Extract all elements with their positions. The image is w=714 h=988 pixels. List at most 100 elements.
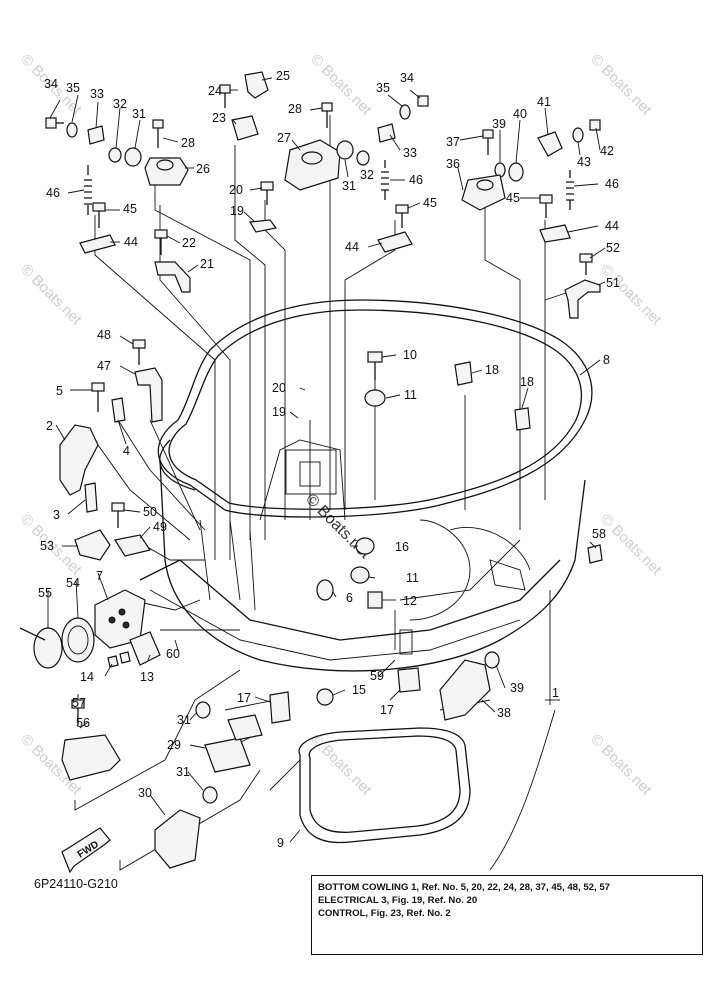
callout-52: 52 bbox=[606, 241, 620, 255]
callout-58: 58 bbox=[592, 527, 606, 541]
callout-57: 57 bbox=[72, 696, 86, 710]
watermark-group: © Boats.net © Boats.net © Boats.net © Bo… bbox=[17, 51, 665, 799]
callout-3: 3 bbox=[53, 508, 60, 522]
seal-group bbox=[159, 439, 471, 844]
callout-10: 10 bbox=[403, 348, 417, 362]
bottom-cowling bbox=[139, 299, 593, 672]
callout-45: 45 bbox=[123, 202, 137, 216]
callout-36: 36 bbox=[446, 157, 460, 171]
callout-1: 1 bbox=[552, 686, 559, 700]
callout-39: 39 bbox=[510, 681, 524, 695]
callout-16: 16 bbox=[395, 540, 409, 554]
callout-34: 34 bbox=[400, 71, 414, 85]
callout-21: 21 bbox=[200, 257, 214, 271]
watermark: © Boats.net bbox=[587, 51, 655, 119]
callout-34: 34 bbox=[44, 77, 58, 91]
callout-19: 19 bbox=[230, 204, 244, 218]
parts-lower-left bbox=[19, 544, 603, 869]
callout-12: 12 bbox=[403, 594, 417, 608]
callout-51: 51 bbox=[606, 276, 620, 290]
callout-54: 54 bbox=[66, 576, 80, 590]
callout-32: 32 bbox=[113, 97, 127, 111]
watermark: © Boats.net bbox=[587, 731, 655, 799]
callout-44: 44 bbox=[345, 240, 359, 254]
callout-28: 28 bbox=[288, 102, 302, 116]
callout-18: 18 bbox=[485, 363, 499, 377]
callout-24: 24 bbox=[208, 84, 222, 98]
callout-47: 47 bbox=[97, 359, 111, 373]
callout-45: 45 bbox=[506, 191, 520, 205]
reference-line-3: CONTROL, Fig. 23, Ref. No. 2 bbox=[318, 908, 451, 919]
callout-44: 44 bbox=[605, 219, 619, 233]
callout-26: 26 bbox=[196, 162, 210, 176]
callout-31: 31 bbox=[176, 765, 190, 779]
callout-33: 33 bbox=[403, 146, 417, 160]
callout-50: 50 bbox=[143, 505, 157, 519]
reference-line-1: BOTTOM COWLING 1, Ref. No. 5, 20, 22, 24… bbox=[318, 882, 611, 893]
callout-19: 19 bbox=[272, 405, 286, 419]
callout-53: 53 bbox=[40, 539, 54, 553]
callout-32: 32 bbox=[360, 168, 374, 182]
callout-42: 42 bbox=[600, 144, 614, 158]
parts-top-center bbox=[219, 71, 429, 253]
callout-55: 55 bbox=[38, 586, 52, 600]
reference-line-2: ELECTRICAL 3, Fig. 19, Ref. No. 20 bbox=[318, 895, 478, 906]
callout-22: 22 bbox=[182, 236, 196, 250]
callout-41: 41 bbox=[537, 95, 551, 109]
fwd-arrow: FWD bbox=[61, 827, 111, 874]
callout-4: 4 bbox=[123, 444, 130, 458]
callout-9: 9 bbox=[277, 836, 284, 850]
callout-6: 6 bbox=[346, 591, 353, 605]
callout-60: 60 bbox=[166, 647, 180, 661]
callout-18: 18 bbox=[520, 375, 534, 389]
callout-2: 2 bbox=[46, 419, 53, 433]
callout-27: 27 bbox=[277, 131, 291, 145]
callout-49: 49 bbox=[153, 520, 167, 534]
callout-17: 17 bbox=[237, 691, 251, 705]
callout-48: 48 bbox=[97, 328, 111, 342]
callout-44: 44 bbox=[124, 235, 138, 249]
watermark: © Boats.net bbox=[307, 731, 375, 799]
callout-leaders bbox=[47, 77, 606, 843]
reference-note-box: BOTTOM COWLING 1, Ref. No. 5, 20, 22, 24… bbox=[311, 875, 703, 955]
callout-17: 17 bbox=[380, 703, 394, 717]
callout-7: 7 bbox=[96, 569, 103, 583]
callout-25: 25 bbox=[276, 69, 290, 83]
callout-31: 31 bbox=[342, 179, 356, 193]
watermark: © Boats.net bbox=[597, 261, 665, 329]
callout-35: 35 bbox=[66, 81, 80, 95]
callout-5: 5 bbox=[56, 384, 63, 398]
callout-15: 15 bbox=[352, 683, 366, 697]
callout-39: 39 bbox=[492, 117, 506, 131]
callout-13: 13 bbox=[140, 670, 154, 684]
callout-37: 37 bbox=[446, 135, 460, 149]
callout-11: 11 bbox=[404, 388, 417, 402]
watermark: © Boats.net bbox=[17, 261, 85, 329]
callout-31: 31 bbox=[132, 107, 146, 121]
callout-46: 46 bbox=[409, 173, 423, 187]
callout-40: 40 bbox=[513, 107, 527, 121]
callout-23: 23 bbox=[212, 111, 226, 125]
callout-29: 29 bbox=[167, 738, 181, 752]
parts-top-left bbox=[45, 117, 191, 293]
callout-38: 38 bbox=[497, 706, 511, 720]
callout-20: 20 bbox=[229, 183, 243, 197]
callout-35: 35 bbox=[376, 81, 390, 95]
callout-56: 56 bbox=[76, 716, 90, 730]
callout-11: 11 bbox=[406, 571, 419, 585]
parts-top-right bbox=[364, 119, 601, 431]
watermark: © Boats.net bbox=[597, 511, 665, 579]
callout-45: 45 bbox=[423, 196, 437, 210]
callout-46: 46 bbox=[605, 177, 619, 191]
callout-31: 31 bbox=[177, 713, 191, 727]
callout-14: 14 bbox=[80, 670, 94, 684]
callout-labels: 34 35 33 32 31 28 26 46 45 44 22 21 24 2… bbox=[38, 69, 620, 850]
callout-20: 20 bbox=[272, 381, 286, 395]
callout-33: 33 bbox=[90, 87, 104, 101]
callout-43: 43 bbox=[577, 155, 591, 169]
callout-46: 46 bbox=[46, 186, 60, 200]
callout-59: 59 bbox=[370, 669, 384, 683]
callout-28: 28 bbox=[181, 136, 195, 150]
